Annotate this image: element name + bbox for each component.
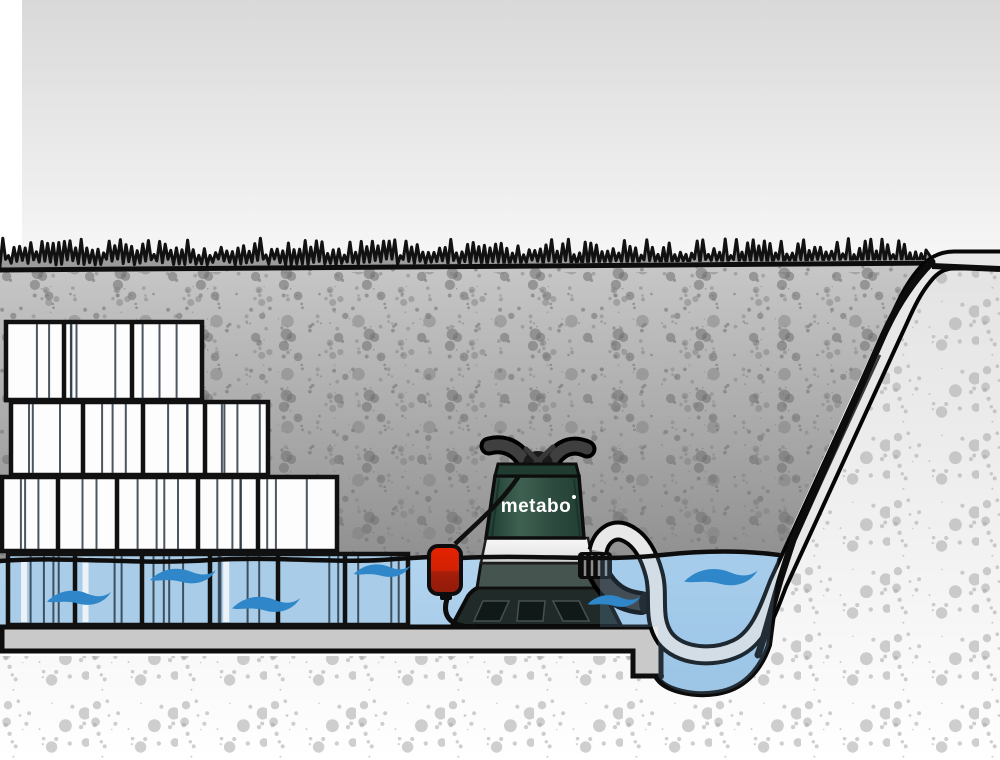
power-cable <box>453 474 521 546</box>
waterline <box>0 549 782 564</box>
pump-brand-logo: metabo <box>501 496 572 517</box>
water-tint <box>600 552 779 695</box>
crate-row <box>5 551 411 628</box>
float-cable <box>443 598 478 630</box>
float-switch <box>427 544 478 630</box>
sump-basin-outline <box>654 557 783 698</box>
excavation-slope <box>754 258 1000 659</box>
sky <box>22 0 1000 268</box>
ground-surface-line <box>0 260 937 273</box>
pump-top-cap <box>493 462 581 478</box>
pump-base-slots <box>472 600 591 622</box>
logo-mark <box>572 495 576 499</box>
submersible-pump: metabo <box>448 435 625 628</box>
stacked-crates <box>0 319 411 628</box>
crate-row <box>0 474 340 554</box>
crate-row <box>3 319 205 403</box>
body-shade-line <box>573 478 581 538</box>
drain-hose <box>587 249 1000 666</box>
crate-row <box>8 399 271 478</box>
